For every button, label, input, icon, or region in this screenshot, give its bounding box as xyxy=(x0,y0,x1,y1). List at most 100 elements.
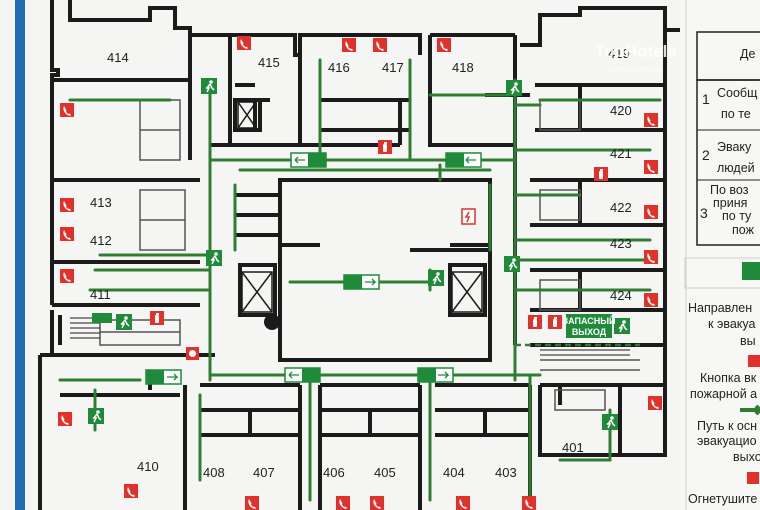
room-420-label: 420 xyxy=(610,103,632,118)
legend-steps-box xyxy=(696,79,760,246)
room-413-label: 413 xyxy=(90,195,112,210)
staircase-right xyxy=(540,349,630,356)
phone-icon xyxy=(245,496,259,510)
phone-icon xyxy=(124,484,138,498)
room-labels: 414 415 416 417 418 419 420 421 422 423 … xyxy=(90,46,632,480)
room-421-label: 421 xyxy=(610,146,632,161)
phone-icon xyxy=(60,269,74,283)
left-exit-arrow xyxy=(92,313,112,323)
legend-sign-line: Огнетушите xyxy=(688,492,757,506)
watermark-brand: TopHotels xyxy=(595,42,677,61)
phone-icon xyxy=(644,250,658,264)
phone-icon xyxy=(58,412,72,426)
room-419-label: 419 xyxy=(608,46,630,61)
fire-extinguisher-icon xyxy=(378,140,392,154)
legend-step-num: 1 xyxy=(702,91,710,107)
watermark-subtitle: ФОТО ТУРИСТА xyxy=(608,67,662,74)
fire-extinguisher-icon xyxy=(150,311,164,325)
room-412-label: 412 xyxy=(90,233,112,248)
exit-sign-icon xyxy=(427,269,445,287)
room-408-label: 408 xyxy=(203,465,225,480)
fire-extinguisher-icon xyxy=(528,315,542,329)
phone-icon xyxy=(336,496,350,510)
legend-step-line: Эваку xyxy=(717,140,752,154)
exit-sign-icon xyxy=(613,317,631,335)
phone-icon xyxy=(456,496,470,510)
fire-alarm-buttons xyxy=(186,208,476,360)
exit-sign-icon xyxy=(503,255,521,273)
legend-step-line: Сообщ xyxy=(717,86,757,100)
legend-step-line: По воз xyxy=(710,183,749,197)
legend-alarm-icon xyxy=(748,355,760,367)
watermark: TopHotels ФОТО ТУРИСТА xyxy=(595,42,677,74)
legend-sign-line: Путь к осн xyxy=(697,419,757,433)
elevator-shafts xyxy=(237,101,483,313)
room-415-label: 415 xyxy=(258,55,280,70)
legend-step-line: людей xyxy=(717,161,755,175)
exit-sign-icon xyxy=(87,407,105,425)
phone-icon xyxy=(370,496,384,510)
phone-icon xyxy=(60,103,74,117)
legend-step-num: 2 xyxy=(702,147,710,163)
legend-panel xyxy=(680,0,760,510)
exit-sign-icon xyxy=(601,413,619,431)
exit-direction-sign xyxy=(284,367,321,383)
exit-direction-sign xyxy=(417,367,454,383)
room-416-label: 416 xyxy=(328,60,350,75)
exit-signs xyxy=(87,77,631,431)
legend-sign-line: вы xyxy=(740,334,756,348)
legend-step-line: по ту xyxy=(722,209,752,223)
phone-icon xyxy=(522,496,536,510)
spare-exit-sign: ЗАПАСНЫЙ ВЫХОД xyxy=(562,314,616,338)
exit-direction-sign xyxy=(290,152,327,168)
legend-step-line: приня xyxy=(713,196,747,210)
exit-sign-icon xyxy=(505,79,523,97)
room-418-label: 418 xyxy=(452,60,474,75)
legend-title: Де xyxy=(740,47,755,61)
phone-icon xyxy=(644,205,658,219)
phone-icon xyxy=(373,38,387,52)
room-423-label: 423 xyxy=(610,236,632,251)
legend-sign-line: пожарной а xyxy=(690,387,757,401)
phone-icon xyxy=(644,160,658,174)
room-411-label: 411 xyxy=(90,287,111,302)
legend-step-line: по те xyxy=(721,107,751,121)
exit-sign-icon xyxy=(200,77,218,95)
exit-direction-sign xyxy=(445,152,482,168)
blue-frame-corner xyxy=(15,500,25,510)
legend-step-num: 3 xyxy=(700,205,708,221)
room-406-label: 406 xyxy=(323,465,345,480)
column-marker xyxy=(264,314,280,330)
exit-sign-icon xyxy=(115,313,133,331)
fire-extinguisher-icon xyxy=(548,315,562,329)
phone-icon xyxy=(342,38,356,52)
room-407-label: 407 xyxy=(253,465,275,480)
room-414-label: 414 xyxy=(107,50,129,65)
legend-path-arrow-icon xyxy=(740,404,760,416)
legend-extinguisher-icon xyxy=(747,472,759,484)
exit-sign-icon xyxy=(205,249,223,267)
room-417-label: 417 xyxy=(382,60,404,75)
legend-sign-line: Кнопка вк xyxy=(700,371,757,385)
phone-icon xyxy=(648,396,662,410)
phone-icon xyxy=(644,293,658,307)
spare-exit-line2: ВЫХОД xyxy=(572,327,607,337)
phone-icon xyxy=(437,38,451,52)
legend-sign-line: к эвакуа xyxy=(708,317,755,331)
legend-exit-sign-icon xyxy=(742,262,760,280)
evacuation-paths xyxy=(58,58,662,502)
room-404-label: 404 xyxy=(443,465,465,480)
phone-icon xyxy=(644,113,658,127)
room-424-label: 424 xyxy=(610,288,632,303)
phone-icon xyxy=(60,227,74,241)
fire-extinguisher-icon xyxy=(594,167,608,181)
room-401-label: 401 xyxy=(562,440,584,455)
exit-direction-sign xyxy=(145,369,182,385)
phone-icon xyxy=(60,198,74,212)
room-410-label: 410 xyxy=(137,459,159,474)
room-422-label: 422 xyxy=(610,200,632,215)
phone-icon xyxy=(237,36,251,50)
room-405-label: 405 xyxy=(374,465,396,480)
legend-sign-line: Направлен xyxy=(688,301,752,315)
